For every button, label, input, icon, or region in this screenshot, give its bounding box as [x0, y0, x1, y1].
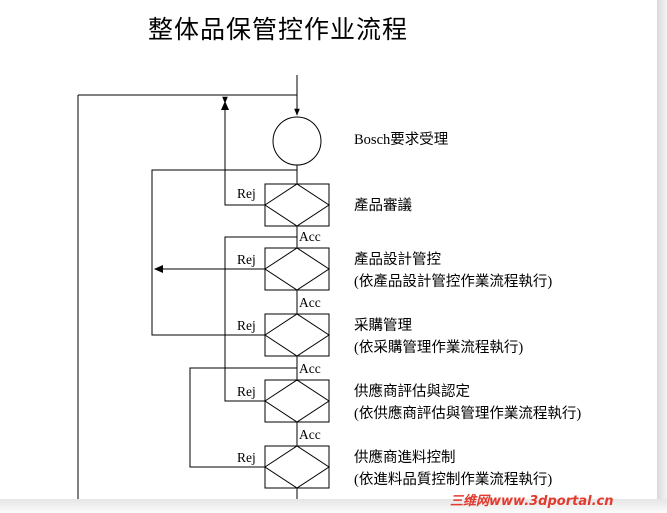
- decision-box-4: [264, 379, 330, 423]
- reject-loop-5: [189, 367, 297, 468]
- step-note-5: (依供應商評估與管理作業流程執行): [354, 406, 582, 422]
- reject-loop-3: [151, 169, 297, 336]
- reject-label-1: Rej: [237, 186, 256, 201]
- diagram-title: 整体品保管控作业流程: [148, 15, 409, 44]
- decision-diamond-2: [264, 247, 330, 291]
- step-label-3: 產品設計管控: [354, 252, 441, 268]
- accept-label-3: Acc: [299, 361, 321, 376]
- step-note-3: (依產品設計管控作業流程執行): [354, 274, 553, 290]
- page-shadow-right: [657, 0, 667, 513]
- reject-label-2: Rej: [237, 252, 256, 267]
- page-shadow-bottom: [0, 499, 667, 513]
- decision-box-1: [264, 183, 330, 227]
- step-label-6: 供應商進料控制: [354, 450, 456, 466]
- step-label-5: 供應商評估與認定: [354, 384, 470, 400]
- step-note-4: (依采購管理作業流程執行): [354, 340, 524, 356]
- watermark: 三维网www.3dportal.cn: [450, 494, 614, 509]
- step-label-1: Bosch要求受理: [354, 132, 449, 148]
- accept-label-2: Acc: [299, 295, 321, 310]
- start-node: [272, 116, 322, 166]
- decision-diamond-3: [264, 313, 330, 357]
- accept-label-1: Acc: [299, 229, 321, 244]
- reject-label-3: Rej: [237, 318, 256, 333]
- decision-box-2: [264, 247, 330, 291]
- decision-diamond-1: [264, 183, 330, 227]
- decision-box-5: [264, 445, 330, 489]
- decision-box-3: [264, 313, 330, 357]
- reject-label-5: Rej: [237, 450, 256, 465]
- accept-label-4: Acc: [299, 427, 321, 442]
- reject-loop-4: [224, 236, 297, 402]
- reject-label-4: Rej: [237, 384, 256, 399]
- step-label-2: 產品審議: [354, 198, 412, 214]
- step-label-4: 采購管理: [354, 318, 412, 334]
- decision-diamond-5: [264, 445, 330, 489]
- reject-loop-1: [224, 102, 265, 206]
- decision-diamond-4: [264, 379, 330, 423]
- step-note-6: (依進料品質控制作業流程執行): [354, 472, 553, 488]
